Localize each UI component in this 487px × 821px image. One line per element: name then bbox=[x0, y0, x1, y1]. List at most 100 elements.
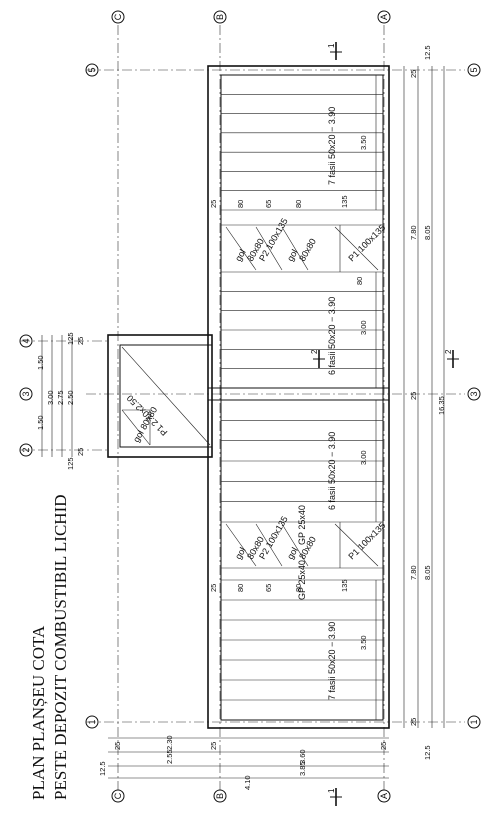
title-line2: PESTE DEPOZIT COMBUSTIBIL LICHID bbox=[51, 494, 70, 800]
axis-bubble-5-right bbox=[467, 63, 481, 77]
axis-bubble-1-right bbox=[467, 715, 481, 729]
dim-annex-7: 125 bbox=[66, 457, 75, 470]
opening-diagonal bbox=[334, 523, 379, 567]
slab-strips bbox=[221, 75, 383, 720]
dim-bottom-7: 25 bbox=[113, 742, 122, 750]
dim-beam-11: 25 bbox=[209, 584, 218, 592]
field-label-3: 6 fasii 50x20 − 3.90 bbox=[327, 432, 337, 510]
axis-label-2-left: 2 bbox=[21, 447, 31, 452]
dim-right-1: 12.5 bbox=[423, 45, 432, 60]
dim-beam-5: 25 bbox=[209, 200, 218, 208]
dim-right-7: 7.80 bbox=[409, 565, 418, 580]
annex-gol-diagonal bbox=[121, 409, 151, 446]
annex-dims: 1.50 1.50 3.00 2.75 2.50 125 125 25 25 bbox=[36, 332, 85, 470]
dim-annex-6: 125 bbox=[66, 332, 75, 345]
opening-diagonal bbox=[225, 523, 257, 567]
axis-bubble-b-top bbox=[213, 10, 227, 24]
field-label-4: 7 fasii 50x20 − 3.90 bbox=[327, 622, 337, 700]
dim-annex-1: 1.50 bbox=[36, 355, 45, 370]
dim-right-4: 8.05 bbox=[423, 225, 432, 240]
label-gol-dim-upper-2: 80x80 bbox=[297, 237, 318, 263]
axis-label-4-left: 4 bbox=[21, 338, 31, 343]
axis-label-3-left: 3 bbox=[21, 391, 31, 396]
dim-bottom-3: 3.60 bbox=[298, 749, 307, 764]
dim-right-10: 12.5 bbox=[423, 745, 432, 760]
slab-field-labels: 7 fasii 50x20 − 3.90 3.50 6 fasii 50x20 … bbox=[327, 107, 368, 700]
label-p1-upper: P1 100x135 bbox=[346, 222, 387, 263]
slab-outer-outline bbox=[207, 65, 390, 729]
axis-label-c-bottom: C bbox=[113, 792, 123, 799]
label-gp-1: GP 25x40 bbox=[297, 505, 307, 545]
axis-bubble-c-top bbox=[111, 10, 125, 24]
field-label-1: 7 fasii 50x20 − 3.90 bbox=[327, 107, 337, 185]
cut-label-2-bottom: 2 bbox=[444, 349, 453, 354]
annex-diagonal bbox=[121, 346, 211, 446]
axis-bubble-2-left bbox=[19, 443, 33, 457]
dim-right-8: 8.05 bbox=[423, 565, 432, 580]
section-marks: 1 1 2 2 bbox=[310, 42, 459, 806]
axis-label-5-left: 5 bbox=[87, 67, 97, 72]
field-label-2: 6 fasii 50x20 − 3.90 bbox=[327, 297, 337, 375]
slab-inner-outline bbox=[220, 74, 384, 721]
annex-block: P1 2.70x2.50 gol 80x80 bbox=[107, 334, 213, 458]
dim-bottom-1: 2.30 bbox=[165, 735, 174, 750]
dim-annex-4: 2.75 bbox=[56, 390, 65, 405]
dim-right-5: 16.35 bbox=[437, 396, 446, 415]
axis-bubble-3-right bbox=[467, 387, 481, 401]
dim-beam-3: 80 bbox=[294, 200, 303, 208]
drawing-title: PLAN PLANȘEU COTA PESTE DEPOZIT COMBUSTI… bbox=[29, 494, 70, 800]
dim-annex-8: 25 bbox=[76, 337, 85, 345]
bottom-dims: 2.30 2.55 3.60 3.85 4.10 12.5 25 25 25 bbox=[98, 735, 389, 790]
axis-label-5-right: 5 bbox=[469, 67, 479, 72]
dim-right-9: 25 bbox=[409, 718, 418, 726]
dim-bottom-4: 3.85 bbox=[298, 761, 307, 776]
axis-bubble-4-left bbox=[19, 334, 33, 348]
dim-right-6: 25 bbox=[409, 392, 418, 400]
beam-dims: 80 65 80 135 25 80 80 65 80 135 25 bbox=[209, 195, 383, 592]
opening-diagonal bbox=[225, 226, 257, 271]
openings-lower: gol 80x80 P2 100x135 gol 80x80 P1 100x13… bbox=[221, 505, 387, 600]
dim-annex-2: 1.50 bbox=[36, 415, 45, 430]
field-span-4: 3.50 bbox=[359, 635, 368, 650]
opening-diagonal bbox=[281, 523, 309, 567]
dim-beam-2: 65 bbox=[264, 200, 273, 208]
axis-label-a-bottom: A bbox=[379, 793, 389, 799]
axis-label-1-right: 1 bbox=[469, 719, 479, 724]
opening-diagonal bbox=[334, 226, 379, 271]
axis-label-b-top: B bbox=[215, 14, 225, 20]
dim-beam-10: 135 bbox=[340, 579, 349, 592]
axis-bubble-3-left bbox=[19, 387, 33, 401]
dim-beam-6: 80 bbox=[355, 277, 364, 285]
dim-bottom-9: 25 bbox=[379, 742, 388, 750]
opening-diagonal bbox=[255, 226, 283, 271]
annex-outer-outline bbox=[107, 334, 213, 458]
dim-bottom-2: 2.55 bbox=[165, 749, 174, 764]
dim-right-3: 7.80 bbox=[409, 225, 418, 240]
axis-bubble-5-left bbox=[85, 63, 99, 77]
dim-beam-1: 80 bbox=[236, 200, 245, 208]
dim-bottom-5: 4.10 bbox=[243, 775, 252, 790]
dim-annex-5: 2.50 bbox=[66, 390, 75, 405]
dim-beam-8: 65 bbox=[264, 584, 273, 592]
dim-beam-9: 80 bbox=[294, 584, 303, 592]
dim-annex-3: 3.00 bbox=[46, 390, 55, 405]
axis-label-3-right: 3 bbox=[469, 391, 479, 396]
axis-label-c-top: C bbox=[113, 13, 123, 20]
opening-diagonal bbox=[255, 523, 283, 567]
openings-upper: gol 80x80 P2 100x135 gol 80x80 P1 100x13… bbox=[221, 216, 387, 273]
dim-annex-9: 25 bbox=[76, 448, 85, 456]
field-span-3: 3.00 bbox=[359, 450, 368, 465]
cut-label-1-bottom: 1 bbox=[327, 788, 336, 793]
axis-label-a-top: A bbox=[379, 14, 389, 20]
dim-bottom-8: 25 bbox=[209, 742, 218, 750]
dim-bottom-6: 12.5 bbox=[98, 761, 107, 776]
dim-beam-4: 135 bbox=[340, 195, 349, 208]
cut-label-2-top: 2 bbox=[310, 349, 319, 354]
axis-bubble-c-bottom bbox=[111, 789, 125, 803]
axis-bubble-a-top bbox=[377, 10, 391, 24]
axis-label-b-bottom: B bbox=[215, 793, 225, 799]
dim-right-2: 25 bbox=[409, 70, 418, 78]
axis-label-1-left: 1 bbox=[87, 719, 97, 724]
